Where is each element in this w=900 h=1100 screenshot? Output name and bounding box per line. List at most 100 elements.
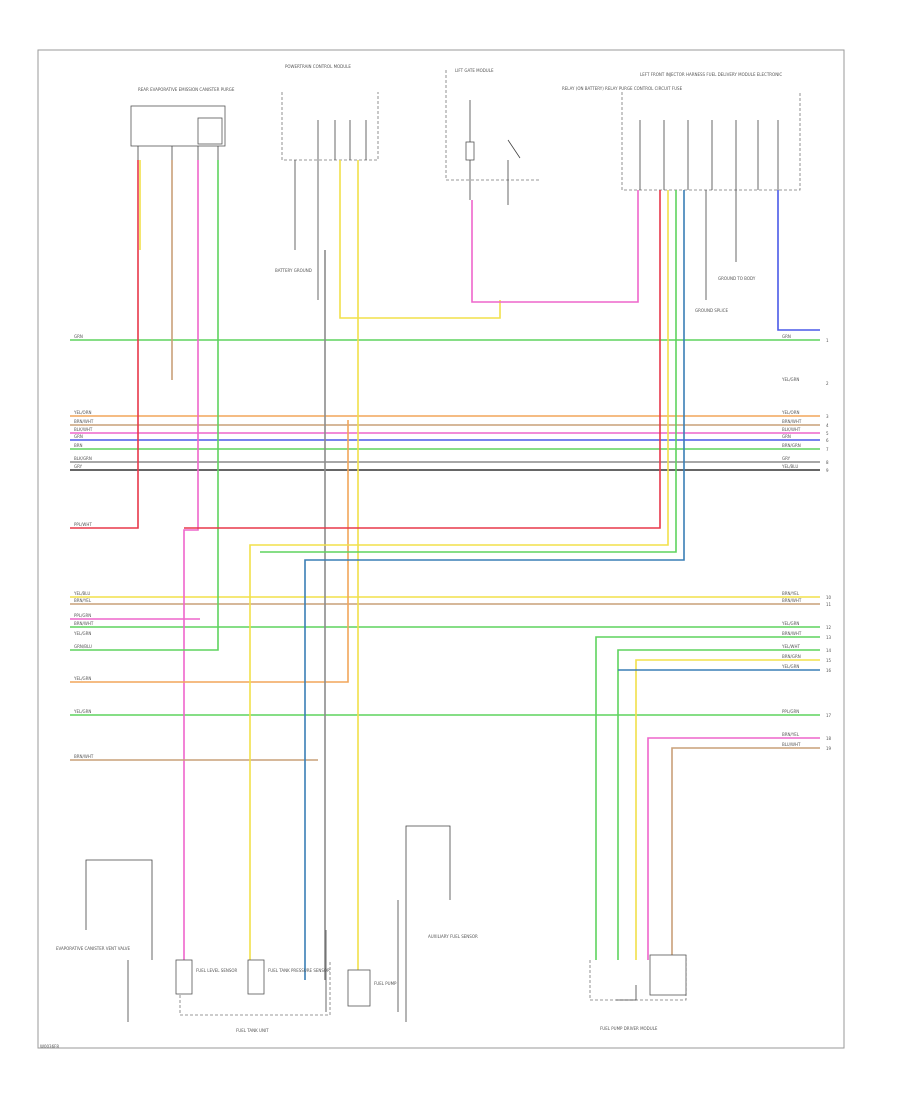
right-pin-number: 19 xyxy=(826,746,832,751)
left-wire-label: PPL/GRN xyxy=(74,613,91,618)
diagram-frame xyxy=(37,49,845,1049)
wire-green-left xyxy=(70,160,219,651)
wire-green-br2 xyxy=(617,649,820,960)
right-pin-number: 9 xyxy=(826,468,829,473)
footer-code: W0036F8 xyxy=(40,1044,59,1049)
right-wire-label: YEL/BLU xyxy=(781,464,798,469)
wire-green-right xyxy=(260,190,677,553)
right-pin-number: 14 xyxy=(826,648,832,653)
evap-valve-label: EVAPORATIVE CANISTER VENT VALVE xyxy=(56,946,130,951)
right-pin-number: 2 xyxy=(826,381,829,386)
right-wire-label: BRN/YEL xyxy=(782,591,800,596)
right-pin-number: 17 xyxy=(826,713,832,718)
left-wire-label: GRN xyxy=(74,434,83,439)
left-wire-label: BRN/YEL xyxy=(74,598,92,603)
right-pin-number: 8 xyxy=(826,460,829,465)
left-wire-labels: GRNYEL/ORNBRN/WHTBLK/WHTGRNBRNBLK/GRNGRY… xyxy=(73,334,94,759)
right-wire-label: YEL/ORN xyxy=(781,410,799,415)
wire-blue-right xyxy=(777,190,820,331)
fuel-pump-driver-component: FUEL PUMP DRIVER MODULE xyxy=(589,954,687,1031)
right-wire-label: GRN xyxy=(782,334,791,339)
right-pin-number: 12 xyxy=(826,625,832,630)
right-wire-label: BRN/GRN xyxy=(782,443,801,448)
left-wire-label: GRN xyxy=(74,334,83,339)
left-wire-label: BRN xyxy=(74,443,83,448)
fuel-pump-driver-label: FUEL PUMP DRIVER MODULE xyxy=(600,1026,658,1031)
right-wire-label: YEL/GRN xyxy=(781,664,799,669)
pressure-sensor-box xyxy=(247,959,265,995)
bus-wires xyxy=(70,339,820,716)
aux-sensor-component: AUXILIARY FUEL SENSOR xyxy=(405,825,478,1022)
ground-mid-label: GROUND SPLICE xyxy=(695,308,728,313)
ground-right-label: GROUND TO BODY xyxy=(718,276,756,281)
underhood-module-component: POWERTRAIN CONTROL MODULE BATTERY GROUND xyxy=(275,64,379,300)
wire-tan-br xyxy=(671,747,820,960)
wire-pink-left xyxy=(183,160,199,980)
left-front-module-label: LEFT FRONT INJECTOR HARNESS FUEL DELIVER… xyxy=(640,72,782,77)
right-wire-label: GRN xyxy=(782,434,791,439)
routed-wires xyxy=(70,160,820,980)
wire-yellow-mid xyxy=(339,160,501,319)
right-wire-label: BLU/WHT xyxy=(782,742,801,747)
right-pin-number: 18 xyxy=(826,736,832,741)
left-wire-label: GRY xyxy=(74,464,83,469)
lift-gate-component: LIFT GATE MODULE RELAY (ON BATTERY) RELA… xyxy=(445,68,683,205)
left-wire-label: PPL/WHT xyxy=(74,522,92,527)
right-wire-labels: GRN1YEL/GRN2YEL/ORN3BRN/WHT4BLK/WHT5GRN6… xyxy=(781,334,832,751)
left-wire-label: YEL/ORN xyxy=(73,410,91,415)
wire-red-right xyxy=(184,190,661,529)
left-wire-label: YEL/GRN xyxy=(73,631,91,636)
right-wire-label: YEL/WHT xyxy=(781,644,801,649)
fuel-pump-label: FUEL PUMP xyxy=(374,981,397,986)
left-wire-label: YEL/GRN xyxy=(73,709,91,714)
right-pin-number: 15 xyxy=(826,658,832,663)
lift-gate-note: RELAY (ON BATTERY) RELAY PURGE CONTROL C… xyxy=(562,86,683,91)
lift-gate-label: LIFT GATE MODULE xyxy=(455,68,494,73)
right-pin-number: 6 xyxy=(826,438,829,443)
left-wire-label: BLK/GRN xyxy=(74,456,92,461)
right-wire-label: YEL/GRN xyxy=(781,621,799,626)
wire-teal xyxy=(304,190,685,980)
right-wire-label: BRN/WHT xyxy=(782,631,802,636)
wire-green-br xyxy=(595,636,820,960)
right-wire-label: BRN/WHT xyxy=(782,598,802,603)
evap-valve-component: EVAPORATIVE CANISTER VENT VALVE xyxy=(56,859,153,1022)
wire-yellow-br xyxy=(635,659,820,960)
wire-pink-br xyxy=(647,737,820,960)
right-pin-number: 4 xyxy=(826,423,829,428)
fuel-level-sensor-label: FUEL LEVEL SENSOR xyxy=(196,968,238,973)
right-pin-number: 1 xyxy=(826,338,829,343)
fuel-tank-label: FUEL TANK UNIT xyxy=(236,1028,269,1033)
fuel-level-sensor-box xyxy=(175,959,193,995)
rear-fuel-valve-component: REAR EVAPORATIVE EMISSION CANISTER PURGE xyxy=(130,87,235,160)
right-wire-label: BLK/WHT xyxy=(782,427,801,432)
wire-orange-mid xyxy=(70,420,349,683)
right-wire-label: YEL/GRN xyxy=(781,377,799,382)
right-wire-label: BRN/WHT xyxy=(782,419,802,424)
underhood-module-label: POWERTRAIN CONTROL MODULE xyxy=(285,64,351,69)
right-pin-number: 11 xyxy=(826,602,832,607)
right-wire-label: GRY xyxy=(782,456,791,461)
fuel-tank-component: FUEL LEVEL SENSOR FUEL TANK PRESSURE SEN… xyxy=(175,959,331,1033)
right-pin-number: 5 xyxy=(826,431,829,436)
right-pin-number: 16 xyxy=(826,668,832,673)
left-wire-label: YEL/GRN xyxy=(73,676,91,681)
right-pin-number: 10 xyxy=(826,595,832,600)
aux-sensor-label: AUXILIARY FUEL SENSOR xyxy=(428,934,478,939)
right-wire-label: PPL/GRN xyxy=(782,709,799,714)
left-wire-label: BRN/WHT xyxy=(74,621,94,626)
fuel-pump-component: FUEL PUMP xyxy=(325,900,399,1012)
left-wire-label: BRN/WHT xyxy=(74,419,94,424)
right-pin-number: 13 xyxy=(826,635,832,640)
wire-yellow-right xyxy=(249,190,669,980)
ground-left-label: BATTERY GROUND xyxy=(275,268,312,273)
right-pin-number: 7 xyxy=(826,447,829,452)
right-wire-label: BRN/GRN xyxy=(782,654,801,659)
right-wire-label: BRN/YEL xyxy=(782,732,800,737)
wire-red xyxy=(70,160,139,529)
right-pin-number: 3 xyxy=(826,414,829,419)
wire-magenta-top xyxy=(471,190,639,303)
rear-fuel-valve-label: REAR EVAPORATIVE EMISSION CANISTER PURGE xyxy=(138,87,235,92)
left-wire-label: YEL/BLU xyxy=(73,591,90,596)
